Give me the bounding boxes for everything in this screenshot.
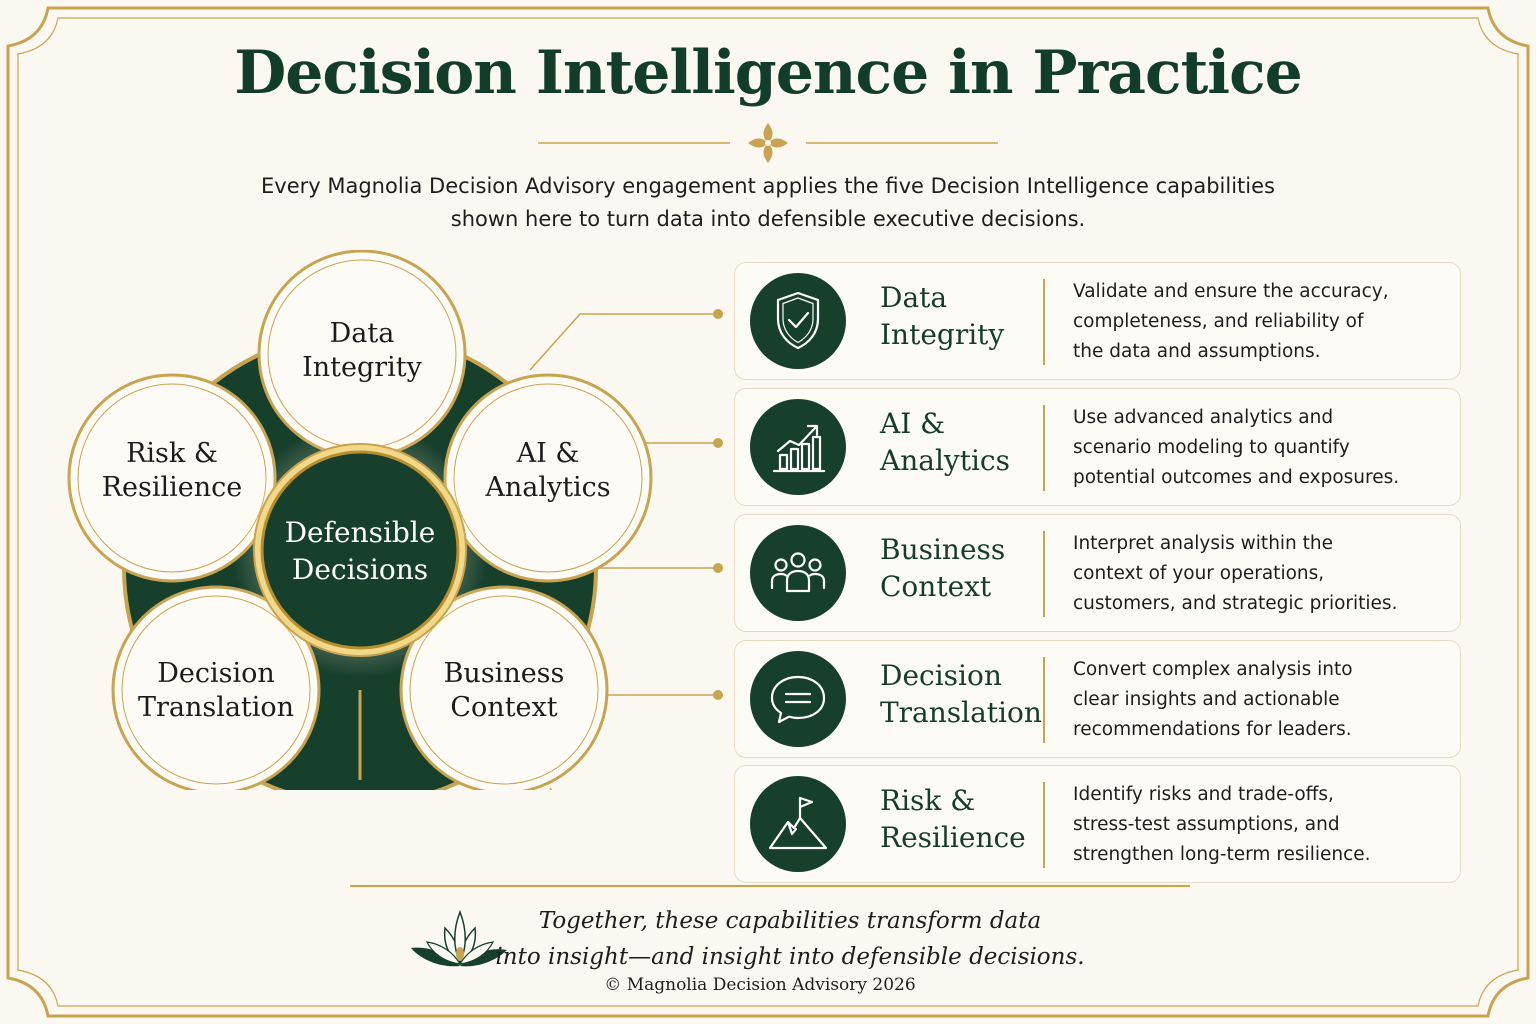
card-description-line: stress-test assumptions, and: [1073, 814, 1340, 835]
petal-label: Resilience: [102, 472, 243, 503]
card-description: Identify risks and trade-offs, stress-te…: [1073, 780, 1453, 870]
capability-card-risk-resilience: Risk & Resilience Identify risks and tra…: [734, 765, 1461, 883]
card-title: Business Context: [880, 531, 1040, 605]
connector-dot: [713, 690, 723, 700]
fleuron-ornament-icon: [538, 123, 998, 163]
petal-label: AI &: [516, 438, 580, 469]
card-description-line: strengthen long-term resilience.: [1073, 844, 1371, 865]
connector-dot: [713, 563, 723, 573]
petal-label: Translation: [138, 692, 294, 723]
petal-label: Integrity: [302, 352, 423, 383]
card-divider: [1043, 279, 1045, 365]
petal-data-integrity: Data Integrity: [257, 250, 467, 459]
bar-chart-trend-icon: [750, 399, 846, 495]
card-description: Convert complex analysis into clear insi…: [1073, 655, 1453, 745]
card-description-line: scenario modeling to quantify: [1073, 437, 1350, 458]
petal-label: Risk &: [126, 438, 218, 469]
card-description-line: Use advanced analytics and: [1073, 407, 1334, 428]
subtitle-line: Every Magnolia Decision Advisory engagem…: [261, 174, 1275, 198]
card-description: Interpret analysis within the context of…: [1073, 529, 1453, 619]
card-title-line: Data: [880, 281, 948, 314]
card-divider: [1043, 531, 1045, 617]
petal-label: Data: [330, 318, 395, 349]
copyright-notice: © Magnolia Decision Advisory 2026: [604, 975, 916, 995]
card-description-line: Validate and ensure the accuracy,: [1073, 281, 1389, 302]
card-title: Data Integrity: [880, 279, 1040, 353]
capability-card-ai-analytics: AI & Analytics Use advanced analytics an…: [734, 388, 1461, 506]
page-title: Decision Intelligence in Practice: [234, 38, 1303, 108]
card-title-line: Integrity: [880, 318, 1005, 351]
card-title: Risk & Resilience: [880, 782, 1040, 856]
card-title: AI & Analytics: [880, 405, 1040, 479]
card-description: Use advanced analytics and scenario mode…: [1073, 403, 1453, 493]
center-node-defensible-decisions: Defensible Decisions: [253, 443, 467, 657]
card-divider: [1043, 405, 1045, 491]
card-title-line: Decision: [880, 659, 1002, 692]
tagline-line: Together, these capabilities transform d…: [538, 908, 1042, 934]
tagline-line: into insight—and insight into defensible…: [495, 944, 1085, 970]
people-group-icon: [750, 525, 846, 621]
mountain-flag-icon: [750, 776, 846, 872]
shield-check-icon: [750, 273, 846, 369]
connector-lines: [529, 313, 718, 790]
card-description-line: Identify risks and trade-offs,: [1073, 784, 1334, 805]
petal-ai-analytics: AI & Analytics: [443, 373, 653, 583]
card-description: Validate and ensure the accuracy, comple…: [1073, 277, 1453, 367]
card-title: Decision Translation: [880, 657, 1042, 731]
petal-label: Business: [444, 658, 565, 689]
capability-card-data-integrity: Data Integrity Validate and ensure the a…: [734, 262, 1461, 380]
magnolia-logo-icon: [411, 909, 507, 967]
card-description-line: the data and assumptions.: [1073, 341, 1321, 362]
petal-risk-resilience: Risk & Resilience: [67, 373, 277, 583]
card-divider: [1043, 657, 1045, 743]
petal-label: Context: [450, 692, 557, 723]
card-title-line: Business: [880, 533, 1006, 566]
card-description-line: completeness, and reliability of: [1073, 311, 1364, 332]
subtitle-line: shown here to turn data into defensible …: [450, 207, 1086, 231]
connector-line: [529, 313, 718, 371]
center-label: Defensible: [285, 516, 436, 549]
bottom-divider: [350, 885, 1190, 887]
card-title-line: Translation: [880, 696, 1042, 729]
connector-dot: [713, 309, 723, 319]
capability-card-decision-translation: Decision Translation Convert complex ana…: [734, 640, 1461, 758]
card-description-line: context of your operations,: [1073, 563, 1325, 584]
petal-label: Analytics: [484, 472, 610, 503]
card-description-line: recommendations for leaders.: [1073, 719, 1352, 740]
connector-line: [549, 787, 553, 790]
card-description-line: Interpret analysis within the: [1073, 533, 1334, 554]
card-description-line: potential outcomes and exposures.: [1073, 467, 1400, 488]
card-title-line: Resilience: [880, 821, 1026, 854]
card-title-line: Context: [880, 570, 992, 603]
connector-dot: [713, 438, 723, 448]
closing-tagline: Together, these capabilities transform d…: [480, 903, 1100, 975]
card-description-line: clear insights and actionable: [1073, 689, 1340, 710]
petal-label: Decision: [157, 658, 275, 689]
speech-bubble-icon: [750, 651, 846, 747]
card-description-line: customers, and strategic priorities.: [1073, 593, 1398, 614]
subtitle: Every Magnolia Decision Advisory engagem…: [150, 170, 1386, 236]
card-description-line: Convert complex analysis into: [1073, 659, 1353, 680]
card-title-line: Risk &: [880, 784, 976, 817]
card-title-line: AI &: [880, 407, 946, 440]
card-title-line: Analytics: [880, 444, 1010, 477]
card-divider: [1043, 782, 1045, 868]
center-label: Decisions: [292, 553, 428, 586]
capability-flower-diagram: Data Integrity Risk & Resilience AI & An…: [67, 250, 723, 790]
capability-card-business-context: Business Context Interpret analysis with…: [734, 514, 1461, 632]
